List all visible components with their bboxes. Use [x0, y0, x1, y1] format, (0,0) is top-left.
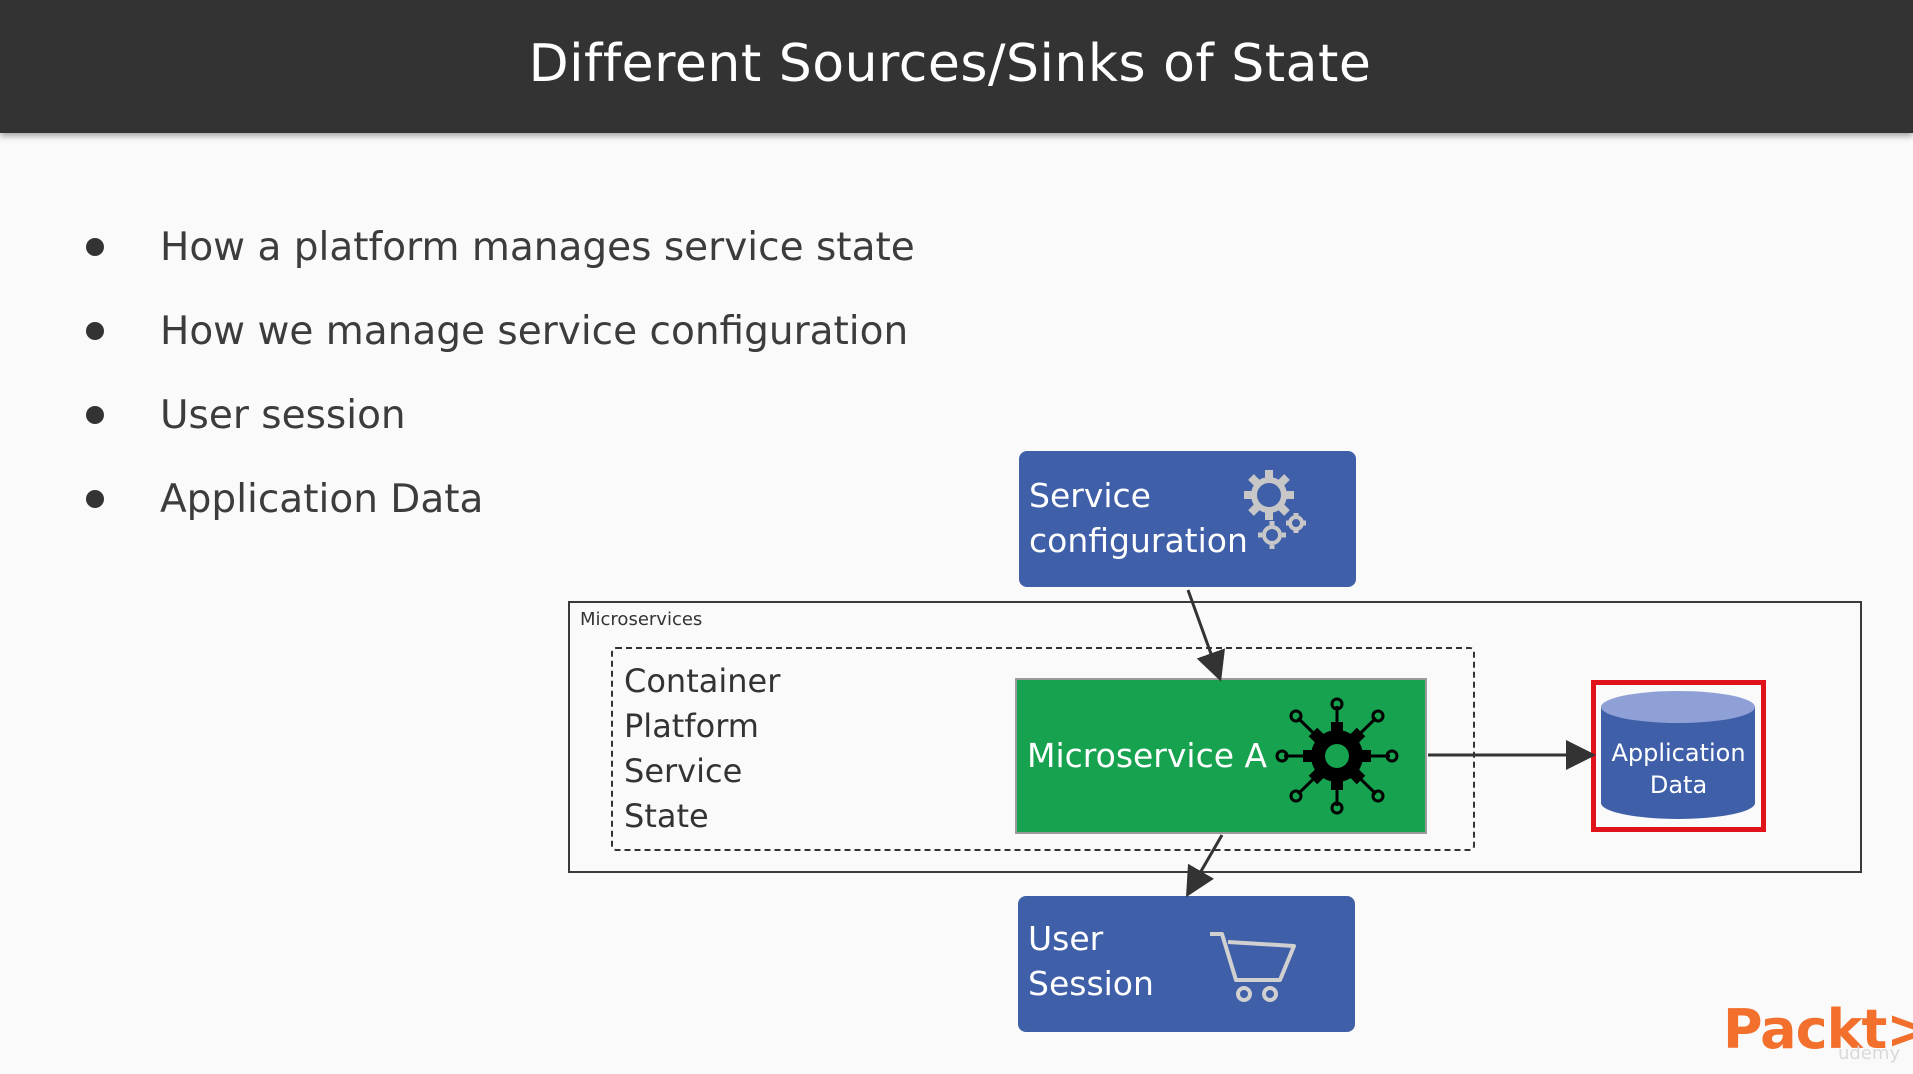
container-platform-label: Container Platform Service State	[624, 662, 781, 835]
bullet-item: Application Data	[80, 457, 915, 541]
user-session-label: User Session	[1028, 919, 1154, 1003]
container-platform-box: Container Platform Service State	[611, 647, 1475, 851]
user-session-box: User Session	[1018, 896, 1355, 1032]
packt-logo: Packt>	[1723, 998, 1913, 1061]
bullet-text: Application Data	[160, 476, 484, 522]
bullet-item: How we manage service configuration	[80, 289, 915, 373]
bullet-item: User session	[80, 373, 915, 457]
bullet-text: User session	[160, 392, 406, 438]
bullet-text: How we manage service configuration	[160, 308, 909, 354]
network-gear-icon	[1275, 697, 1399, 815]
bullet-item: How a platform manages service state	[80, 205, 915, 289]
arrow-config-to-microservice	[1186, 589, 1225, 682]
microservice-a-label: Microservice A	[1027, 736, 1268, 775]
udemy-watermark: udemy	[1838, 1043, 1901, 1064]
arrow-microservice-to-session	[1185, 834, 1224, 898]
microservices-label: Microservices	[580, 609, 703, 630]
service-configuration-box: Service configuration	[1019, 451, 1356, 587]
application-data-label: Application Data	[1611, 739, 1746, 799]
database-icon	[1601, 691, 1755, 819]
microservices-box: Microservices	[568, 601, 1862, 873]
gears-icon	[1244, 470, 1306, 549]
shopping-cart-icon	[1210, 932, 1296, 1002]
bullet-dot-icon	[86, 490, 104, 508]
slide-header: Different Sources/Sinks of State	[0, 0, 1913, 133]
slide-title: Different Sources/Sinks of State	[528, 34, 1372, 94]
bullet-list: How a platform manages service state How…	[80, 205, 915, 541]
application-data-box: Application Data	[1591, 680, 1766, 832]
bullet-dot-icon	[86, 322, 104, 340]
service-configuration-label: Service configuration	[1029, 476, 1248, 560]
bullet-dot-icon	[86, 238, 104, 256]
microservice-a-box: Microservice A	[1015, 678, 1427, 834]
bullet-text: How a platform manages service state	[160, 224, 915, 270]
bullet-dot-icon	[86, 406, 104, 424]
